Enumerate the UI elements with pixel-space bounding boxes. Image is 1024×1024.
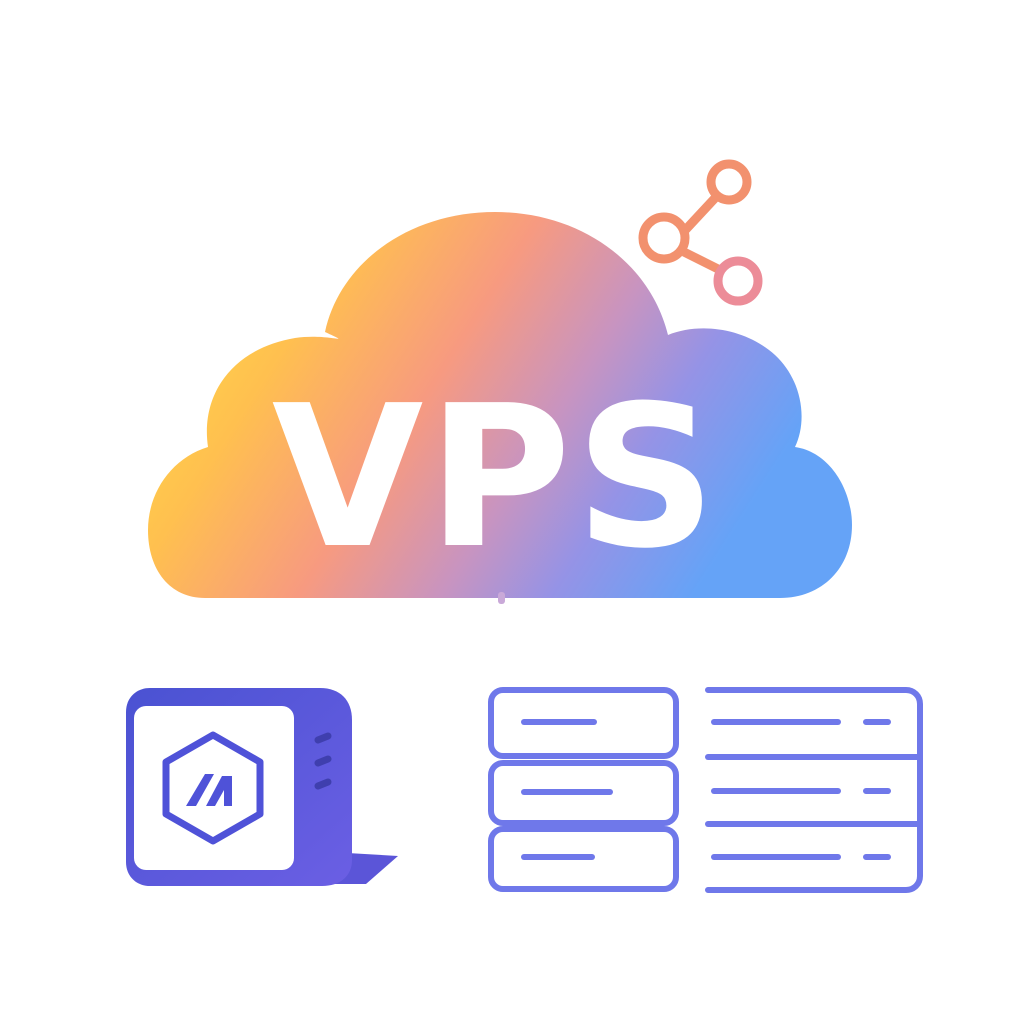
hexagon-logo-icon — [162, 731, 264, 845]
server-box-face — [134, 706, 294, 870]
server-box-vents — [314, 732, 332, 790]
server-box-icon — [126, 688, 398, 886]
rack-right-column — [705, 687, 923, 893]
cloud-stem — [498, 592, 505, 604]
rack-left-column — [488, 687, 679, 892]
share-icon — [638, 159, 763, 306]
cloud-label: VPS — [272, 364, 721, 592]
server-rack-icon — [488, 687, 923, 893]
cloud-shape — [148, 212, 852, 598]
vps-cloud: VPS — [148, 212, 852, 604]
